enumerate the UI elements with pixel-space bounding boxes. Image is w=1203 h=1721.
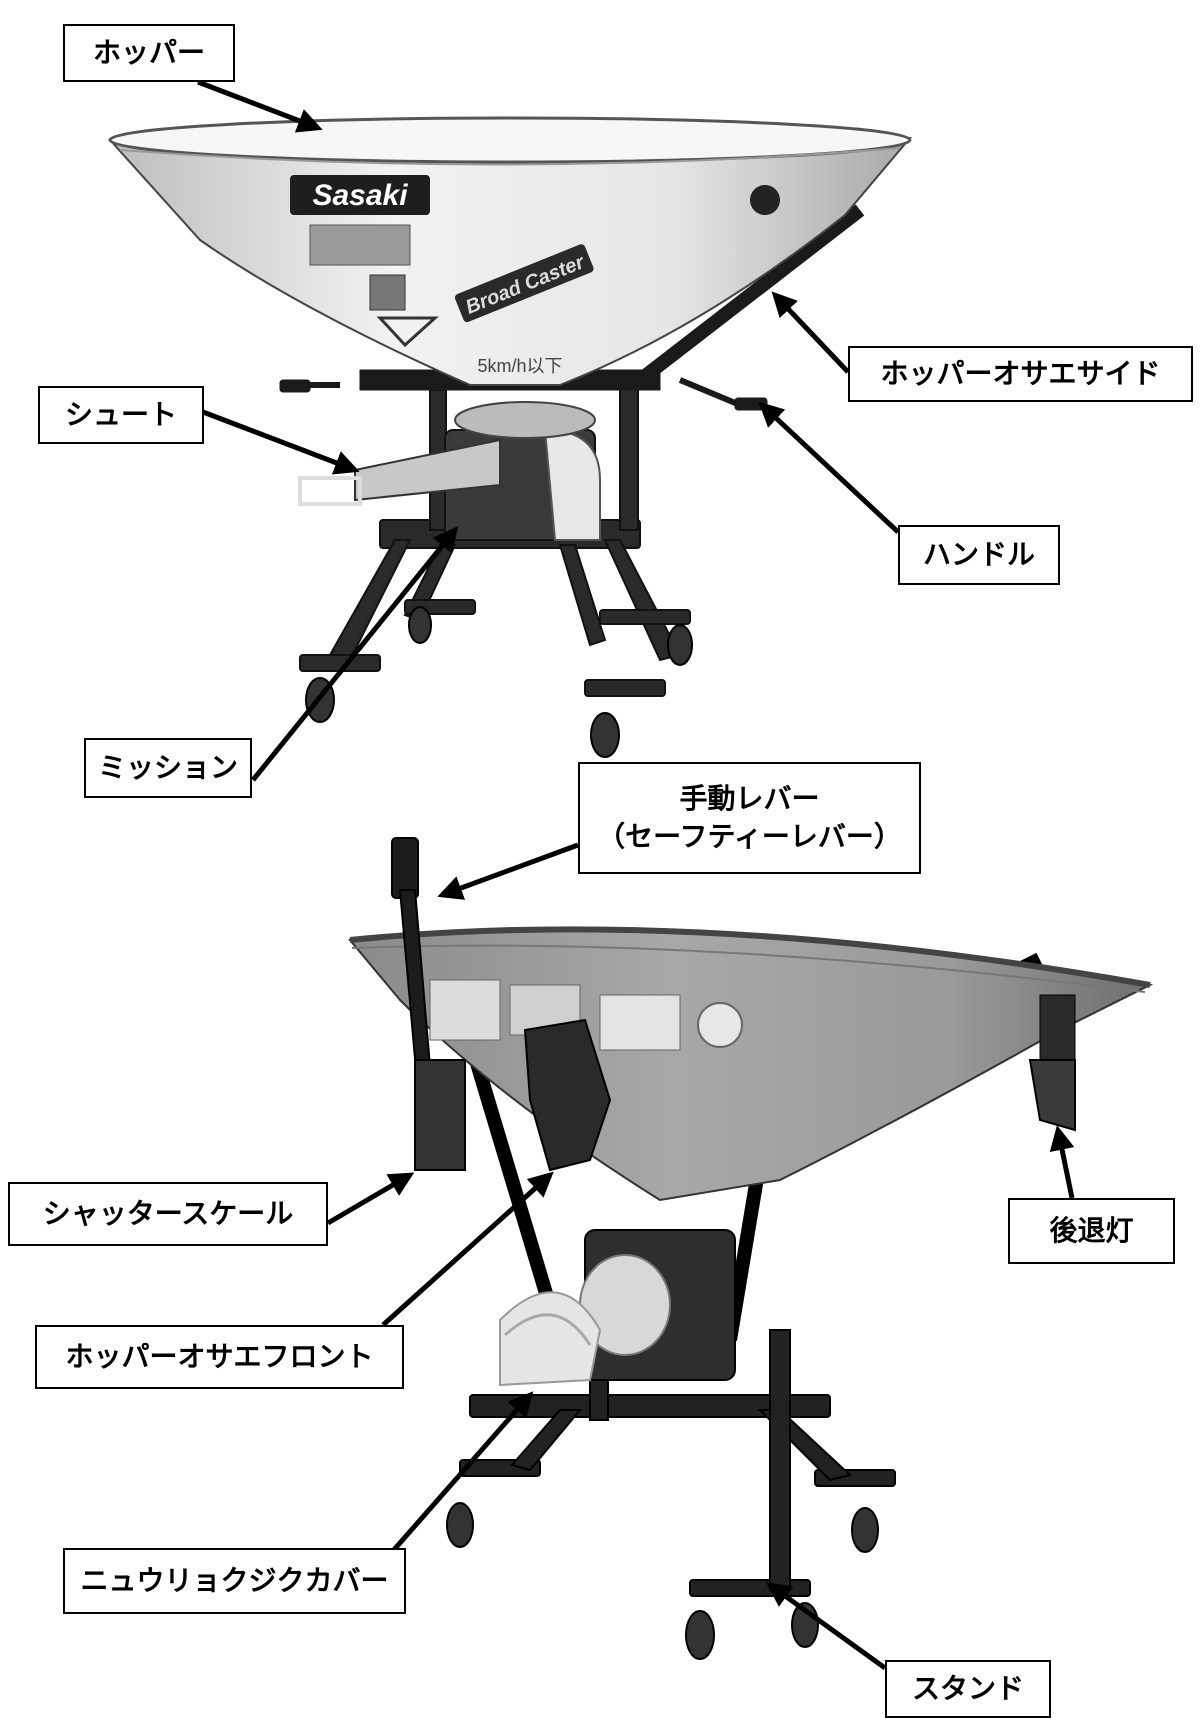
label-inlet-shaft-cover: ニュウリョクジクカバー [63, 1548, 406, 1614]
top-transmission [444, 401, 601, 541]
label-reverse-light-text: 後退灯 [1049, 1214, 1134, 1248]
label-chute-text: シュート [64, 398, 177, 432]
label-inlet-shaft-cover-text: ニュウリョクジクカバー [80, 1564, 389, 1598]
arrow-hopper-side-clamp [771, 291, 850, 374]
label-stand-text: スタンド [911, 1672, 1024, 1706]
arrow-shutter-scale [326, 1172, 415, 1226]
arrow-mission [251, 526, 459, 782]
bottom-hopper [348, 926, 1154, 1202]
label-shutter-scale: シャッタースケール [8, 1182, 328, 1246]
callout-arrows [197, 79, 1075, 1671]
brand-logo: Sasaki [312, 179, 408, 212]
top-casters [305, 606, 693, 758]
label-shutter-scale-text: シャッタースケール [42, 1197, 294, 1231]
arrow-stand [765, 1582, 887, 1671]
label-stand: スタンド [885, 1660, 1051, 1718]
bottom-spreader-illustration [348, 837, 1154, 1660]
arrow-manual-lever [437, 842, 579, 900]
top-hopper: Sasaki Broad Caster 5km/h以下 [107, 116, 913, 386]
speed-decal: 5km/h以下 [477, 356, 562, 376]
label-hopper: ホッパー [63, 24, 235, 82]
label-hopper-front-clamp: ホッパーオサエフロント [35, 1325, 404, 1389]
top-spreader-illustration: Sasaki Broad Caster 5km/h以下 [107, 116, 913, 758]
label-hopper-side-clamp: ホッパーオサエサイド [848, 346, 1193, 402]
bottom-reverse-light-bracket [1028, 1059, 1076, 1132]
label-mission-text: ミッション [97, 751, 238, 785]
label-manual-lever: 手動レバー （セーフティーレバー） [578, 762, 921, 874]
bottom-manual-lever [391, 837, 466, 1171]
arrow-handle [758, 401, 900, 534]
bottom-front-bracket [523, 1018, 612, 1172]
arrow-reverse-light [1049, 1125, 1075, 1199]
arrow-chute [202, 409, 360, 475]
label-manual-lever-subtext: （セーフティーレバー） [597, 820, 902, 853]
label-chute: シュート [38, 386, 204, 444]
top-stand-frame [299, 379, 691, 697]
top-chute [298, 438, 501, 506]
bottom-transmission [499, 1229, 736, 1387]
label-reverse-light: 後退灯 [1008, 1198, 1175, 1264]
arrow-hopper [197, 79, 323, 133]
arrow-hopper-front-clamp [381, 1171, 554, 1327]
label-handle-text: ハンドル [922, 538, 1035, 572]
label-hopper-text: ホッパー [92, 36, 205, 70]
label-hopper-front-clamp-text: ホッパーオサエフロント [65, 1340, 374, 1374]
label-manual-lever-text: 手動レバー [679, 782, 820, 816]
bottom-casters [446, 1502, 879, 1660]
label-hopper-side-clamp-text: ホッパーオサエサイド [880, 357, 1161, 391]
label-handle: ハンドル [898, 525, 1060, 585]
label-mission: ミッション [84, 738, 252, 798]
